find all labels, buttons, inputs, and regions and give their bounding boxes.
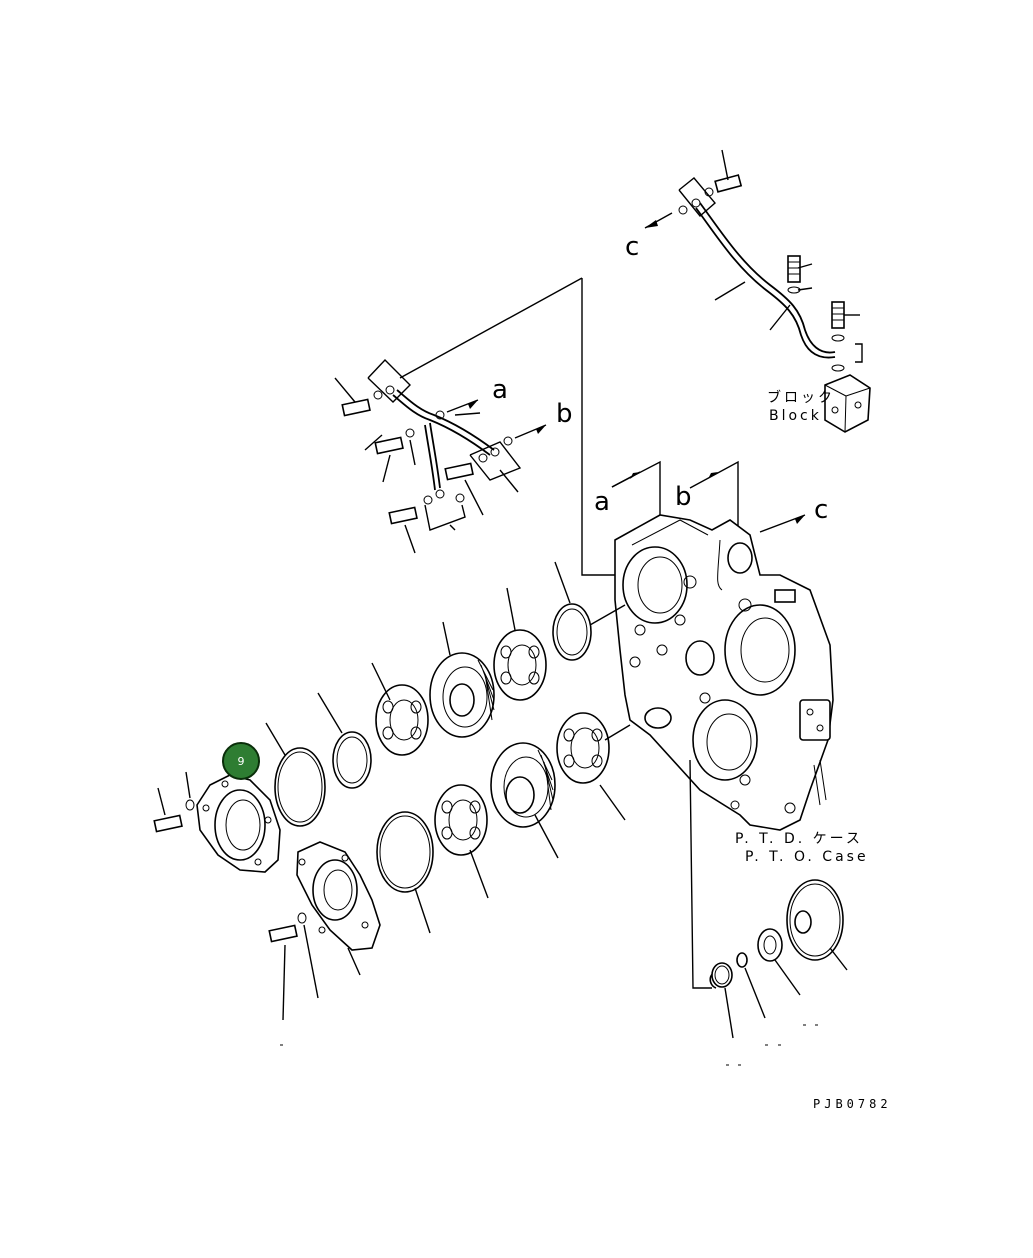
- case-label-jp: P. T. D. ケース: [735, 831, 863, 847]
- lower-right-parts: [280, 759, 848, 1066]
- covers-and-fasteners: [153, 771, 381, 1021]
- drawing-code: PJB0782: [813, 1097, 892, 1111]
- ref-letter-c-top: c: [625, 232, 639, 262]
- pto-case: P. T. D. ケース P. T. O. Case: [614, 514, 869, 865]
- block-label-en: Block: [769, 408, 822, 424]
- callout-9[interactable]: 9: [222, 742, 260, 780]
- ref-letter-c-case: c: [814, 495, 828, 525]
- block-label-jp: ブロック: [767, 389, 835, 406]
- upper-hose-assembly: c ブロック Block: [625, 149, 871, 433]
- callout-number: 9: [238, 755, 245, 768]
- upper-gear-train: [265, 561, 626, 827]
- lower-gear-train: [376, 712, 631, 934]
- middle-tube-assembly: a b: [334, 277, 620, 576]
- ref-letter-b-case: b: [675, 482, 692, 512]
- ref-letter-a-mid: a: [492, 375, 508, 405]
- case-label-en: P. T. O. Case: [745, 849, 869, 865]
- ref-letter-a-case: a: [594, 487, 610, 517]
- ref-letter-b-mid: b: [556, 399, 573, 429]
